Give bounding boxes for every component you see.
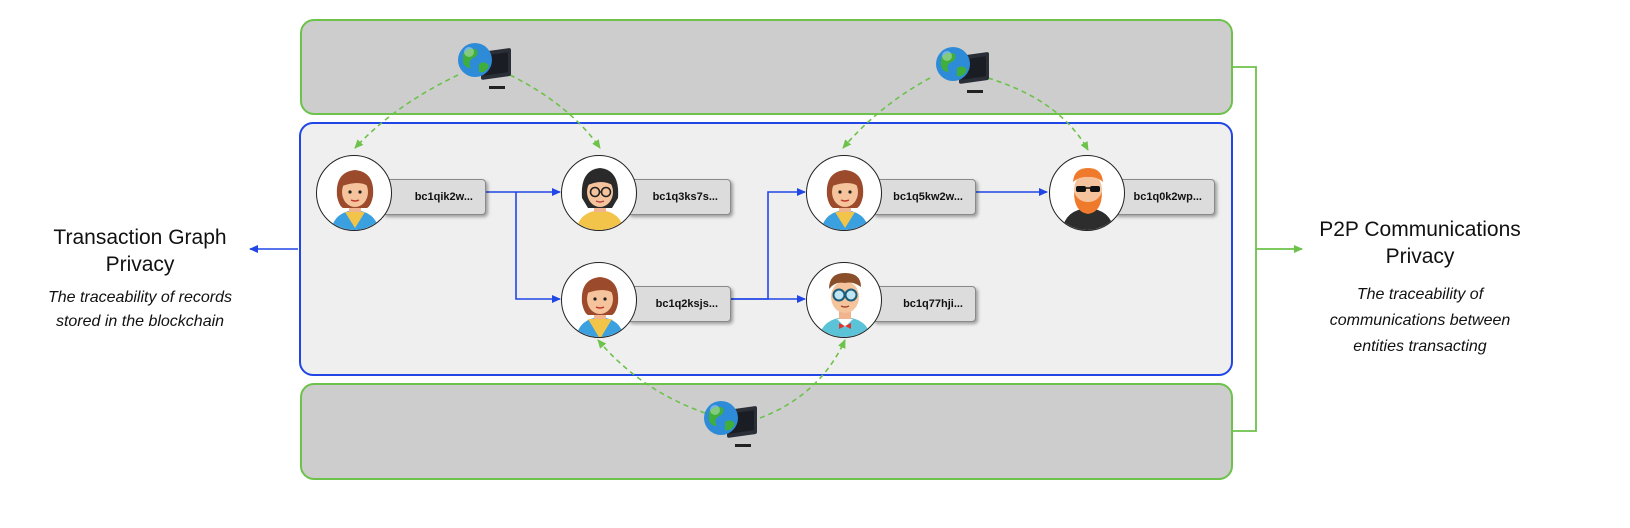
globe-computer-icon: [931, 42, 1001, 102]
graph-node: bc1qik2w...: [316, 155, 606, 245]
address-label: bc1q0k2wp...: [1113, 179, 1215, 215]
globe-computer-icon: [453, 38, 523, 98]
globe-computer-icon: [699, 396, 769, 456]
man-bowtie-goggles-avatar-icon: [806, 262, 882, 338]
p2p-band-bottom: [300, 383, 1233, 480]
right-subtitle-line-1: The traceability of: [1356, 286, 1484, 303]
woman-yellow-avatar-icon: [561, 262, 637, 338]
left-title-line-1: Transaction Graph: [53, 226, 227, 249]
left-panel-title: Transaction Graph Privacy: [20, 224, 260, 278]
right-title-line-1: P2P Communications: [1319, 218, 1521, 241]
woman-blue-avatar-icon: [316, 155, 392, 231]
right-subtitle-line-2: communications between: [1329, 312, 1511, 329]
left-subtitle-line-1: The traceability of records: [47, 289, 233, 306]
p2p-link-c1-n2: [509, 74, 601, 149]
left-title-line-2: Privacy: [105, 253, 175, 276]
right-subtitle-line-3: entities transacting: [1353, 338, 1487, 355]
p2p-link-c2-n5: [987, 77, 1089, 151]
p2p-link-c2-n4: [842, 77, 931, 149]
right-title-line-2: Privacy: [1385, 245, 1455, 268]
address-label: bc1q2ksjs...: [627, 286, 731, 322]
address-label: bc1q77hji...: [872, 286, 976, 322]
right-panel-title: P2P Communications Privacy: [1300, 216, 1540, 270]
right-panel-subtitle: The traceability of communications betwe…: [1300, 282, 1540, 360]
left-subtitle-line-2: stored in the blockchain: [55, 313, 225, 330]
bearded-man-sunglasses-avatar-icon: [1049, 155, 1125, 231]
address-label: bc1q5kw2w...: [872, 179, 976, 215]
graph-node: bc1q0k2wp...: [1049, 155, 1339, 245]
graph-node: bc1q2ksjs...: [561, 262, 851, 352]
tx-edge-n1-n3: [515, 192, 561, 303]
p2p-band-top: [300, 19, 1233, 115]
p2p-link-c3-n6: [759, 339, 846, 419]
right-bracket: [1233, 66, 1257, 432]
p2p-link-c1-n1: [354, 74, 459, 149]
graph-node: bc1q77hji...: [806, 262, 1096, 352]
graph-node: bc1q5kw2w...: [806, 155, 1096, 245]
address-label: bc1qik2w...: [382, 179, 486, 215]
p2p-link-c3-n3: [597, 339, 706, 414]
woman-blue-avatar-icon: [806, 155, 882, 231]
address-label: bc1q3ks7s...: [627, 179, 731, 215]
woman-glasses-avatar-icon: [561, 155, 637, 231]
left-panel-subtitle: The traceability of records stored in th…: [10, 286, 270, 334]
graph-node: bc1q3ks7s...: [561, 155, 851, 245]
